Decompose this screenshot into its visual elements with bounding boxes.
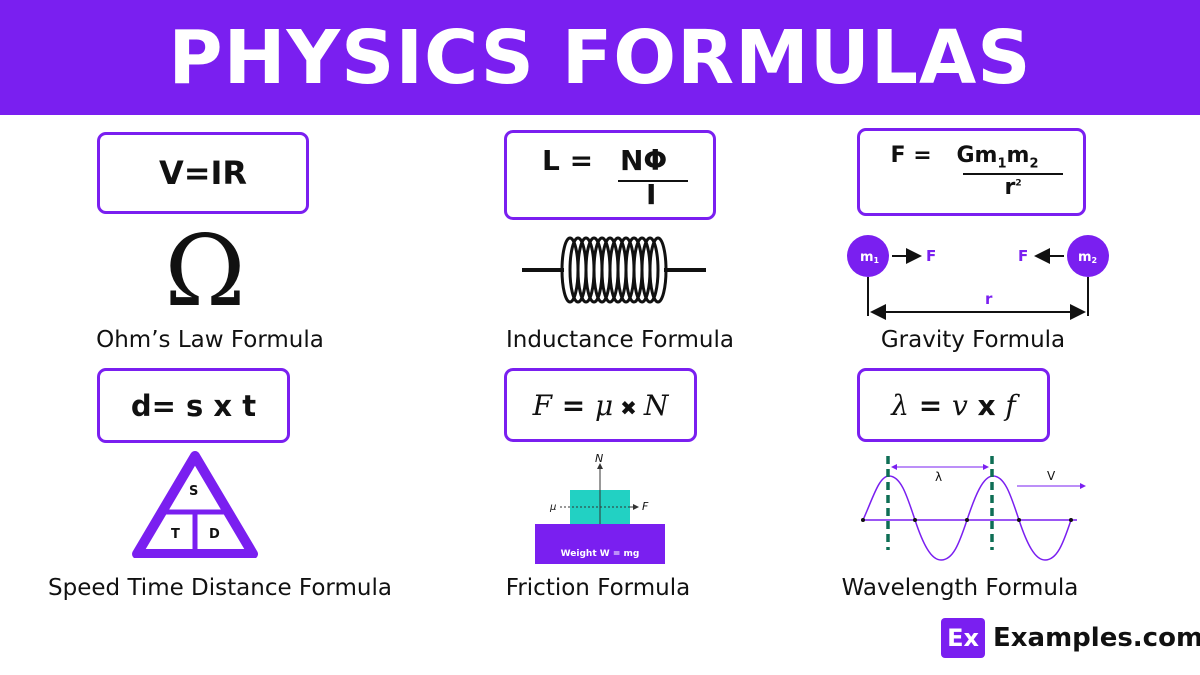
mass-1 — [847, 235, 889, 277]
wavelength-formula: λ = v x f — [891, 388, 1016, 422]
inductance-denominator: I — [646, 178, 657, 211]
examples-logo[interactable]: Ex Examples.com — [941, 618, 1200, 658]
coil-icon — [522, 236, 706, 304]
triangle-icon: S T D — [132, 451, 258, 558]
friction-caption: Friction Formula — [505, 575, 691, 601]
gravity-lhs: F = — [890, 143, 940, 168]
wave-diagram: λ V — [861, 456, 1086, 561]
force-label-1: F — [926, 247, 936, 265]
velocity-label: V — [1047, 469, 1056, 483]
speed-formula-box: d= s x t — [97, 368, 290, 443]
gravity-caption: Gravity Formula — [880, 327, 1066, 353]
wavelength-label: λ — [935, 470, 942, 484]
logo-badge: Ex — [941, 618, 985, 658]
logo-site-name: Examples.com — [993, 623, 1200, 653]
triangle-top-label: S — [189, 484, 198, 499]
triangle-right-label: D — [209, 527, 220, 542]
omega-icon: Ω — [164, 215, 246, 329]
ohms-law-caption: Ohm’s Law Formula — [96, 327, 324, 353]
gravity-diagram: m1 F F m2 r — [847, 235, 1109, 320]
wavelength-caption: Wavelength Formula — [841, 575, 1079, 601]
inductance-lhs: L = — [542, 144, 603, 177]
force-label-2: F — [1018, 247, 1028, 265]
inductance-numerator: NΦ — [620, 144, 668, 177]
friction-formula-box: F = μ ✖ N — [504, 368, 697, 442]
distance-label: r — [985, 290, 993, 308]
speed-caption: Speed Time Distance Formula — [48, 575, 392, 601]
speed-formula: d= s x t — [130, 388, 257, 423]
friction-diagram: Weight W = mg N μ F — [535, 452, 665, 564]
gravity-numerator: Gm1m2 — [956, 143, 1039, 172]
title-banner: PHYSICS FORMULAS — [0, 0, 1200, 115]
mass-2-label: m2 — [1078, 250, 1097, 265]
triangle-left-label: T — [171, 527, 180, 542]
weight-label: Weight W = mg — [561, 549, 640, 559]
gravity-denominator: r2 — [1004, 175, 1022, 200]
normal-force-label: N — [595, 452, 603, 465]
applied-force-label: F — [642, 500, 649, 513]
inductance-fraction-bar — [618, 180, 688, 182]
friction-surface — [535, 524, 665, 564]
mu-label: μ — [549, 502, 556, 513]
gravity-fraction-bar — [962, 173, 1063, 175]
gravity-formula-box: F = Gm1m2 r2 — [857, 128, 1086, 216]
inductance-formula-box: L = NΦ I — [504, 130, 716, 220]
page-title: PHYSICS FORMULAS — [168, 14, 1032, 101]
ohms-law-formula: V=IR — [158, 154, 248, 192]
inductance-caption: Inductance Formula — [506, 327, 734, 353]
mass-2 — [1067, 235, 1109, 277]
friction-formula: F = μ ✖ N — [532, 388, 669, 422]
wavelength-formula-box: λ = v x f — [857, 368, 1050, 442]
mass-1-label: m1 — [860, 250, 880, 265]
ohms-law-formula-box: V=IR — [97, 132, 309, 214]
